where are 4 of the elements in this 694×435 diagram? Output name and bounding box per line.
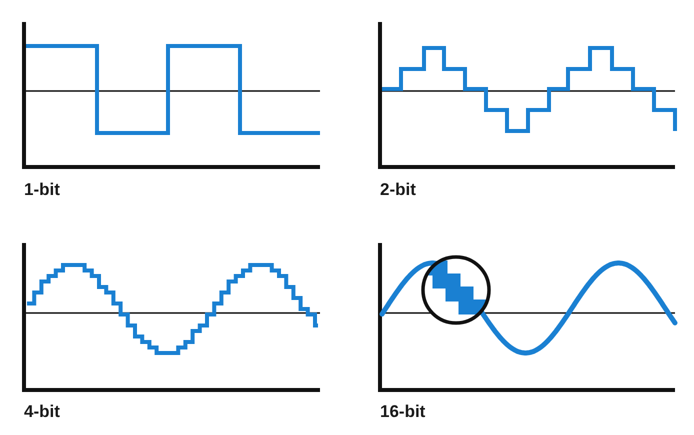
bit-depth-label: 2-bit: [380, 180, 416, 200]
bit-depth-label: 1-bit: [24, 180, 60, 200]
bit-depth-label: 16-bit: [380, 402, 426, 422]
bit-depth-label: 4-bit: [24, 402, 60, 422]
